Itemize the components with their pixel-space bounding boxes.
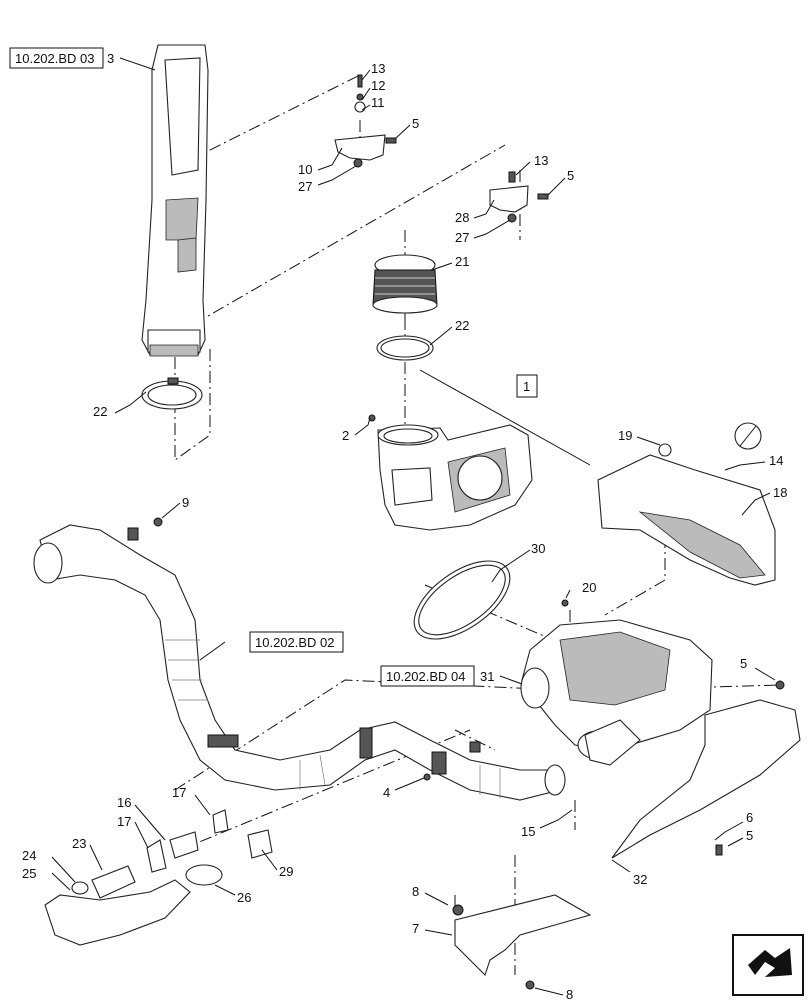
svg-text:10.202.BD 02: 10.202.BD 02 <box>255 635 335 650</box>
assembly-box-1[interactable]: 1 <box>516 374 538 398</box>
callout-17b: 17 <box>117 814 131 829</box>
plate-part-7 <box>452 894 592 990</box>
callout-2: 2 <box>342 428 349 443</box>
callout-8a: 8 <box>412 884 419 899</box>
callout-30: 30 <box>531 541 545 556</box>
callout-10: 10 <box>298 162 312 177</box>
callout-11: 11 <box>371 95 385 110</box>
callout-16: 16 <box>117 795 131 810</box>
svg-text:1: 1 <box>523 379 530 394</box>
callout-22a: 22 <box>93 404 107 419</box>
callout-3: 3 <box>107 51 114 66</box>
callout-21: 21 <box>455 254 469 269</box>
callout-22b: 22 <box>455 318 469 333</box>
bracket-part-28 <box>489 171 549 223</box>
callout-27b: 27 <box>455 230 469 245</box>
callout-5a: 5 <box>412 116 419 131</box>
seal-part-30 <box>413 560 511 640</box>
hose-clamp-part-22-right <box>376 335 434 361</box>
heat-shield-part-32 <box>611 680 801 859</box>
svg-text:10.202.BD 04: 10.202.BD 04 <box>386 669 466 684</box>
air-cleaner-housing-part-2 <box>368 414 533 531</box>
bellows-part-21 <box>372 254 438 314</box>
callout-32: 32 <box>633 872 647 887</box>
callout-leaders <box>51 57 776 996</box>
callout-15: 15 <box>521 824 535 839</box>
callout-27a: 27 <box>298 179 312 194</box>
reference-box-10-202-bd-02[interactable]: 10.202.BD 02 <box>249 631 344 653</box>
callout-28: 28 <box>455 210 469 225</box>
callout-18: 18 <box>773 485 787 500</box>
callout-7: 7 <box>412 921 419 936</box>
svg-text:10.202.BD 03: 10.202.BD 03 <box>15 51 95 66</box>
corrugated-hose <box>33 517 566 801</box>
callout-5d: 5 <box>746 828 753 843</box>
reference-box-10-202-bd-04[interactable]: 10.202.BD 04 <box>380 665 475 687</box>
filter-assembly-part-31 <box>520 599 713 766</box>
callout-13b: 13 <box>534 153 548 168</box>
callout-13a: 13 <box>371 61 385 76</box>
callout-12: 12 <box>371 78 385 93</box>
callout-25: 25 <box>22 866 36 881</box>
callout-19: 19 <box>618 428 632 443</box>
callout-26: 26 <box>237 890 251 905</box>
bracket-part-10 <box>334 74 397 168</box>
callout-23: 23 <box>72 836 86 851</box>
callout-9: 9 <box>182 495 189 510</box>
callout-5c: 5 <box>740 656 747 671</box>
intake-tube-part-3 <box>141 44 209 357</box>
callout-8b: 8 <box>566 987 573 1000</box>
callout-14: 14 <box>769 453 783 468</box>
callout-31: 31 <box>480 669 494 684</box>
callout-4: 4 <box>383 785 390 800</box>
next-page-arrow-icon[interactable] <box>732 934 804 996</box>
small-parts-group <box>44 809 273 946</box>
shield-part-18 <box>597 422 776 586</box>
callout-6: 6 <box>746 810 753 825</box>
callout-20: 20 <box>582 580 596 595</box>
callout-labels: 3 13 12 11 5 10 27 13 5 28 27 21 22 22 2… <box>22 51 787 1000</box>
callout-17a: 17 <box>172 785 186 800</box>
callout-24: 24 <box>22 848 36 863</box>
reference-box-10-202-bd-03[interactable]: 10.202.BD 03 <box>9 47 104 69</box>
callout-29: 29 <box>279 864 293 879</box>
hose-clamp-part-22-left <box>141 377 203 410</box>
callout-5b: 5 <box>567 168 574 183</box>
